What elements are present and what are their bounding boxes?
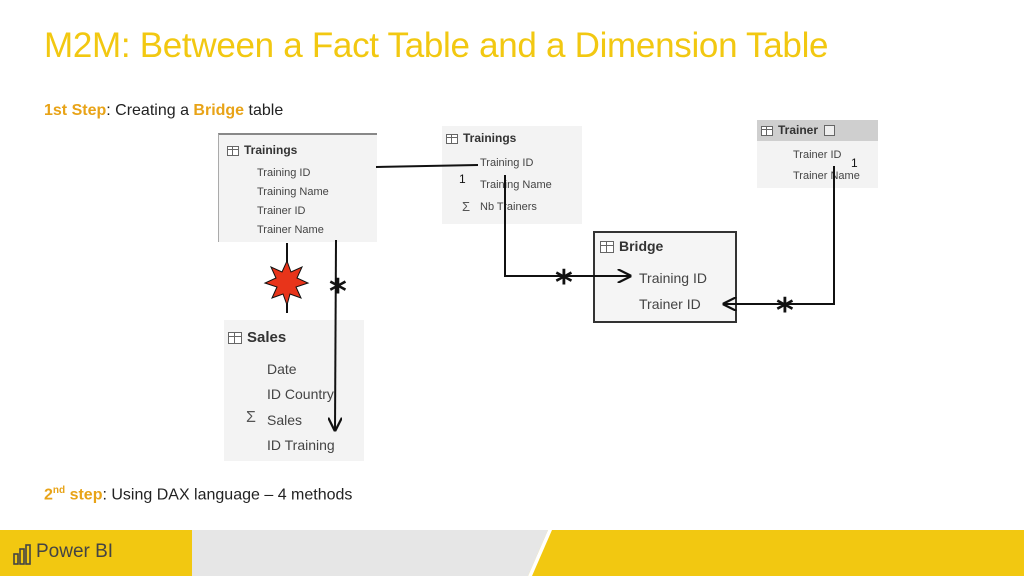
field-date[interactable]: Date xyxy=(267,361,297,377)
table-icon xyxy=(227,145,239,156)
table-title: Trainings xyxy=(463,131,517,145)
step-1-highlight: Bridge xyxy=(193,102,245,119)
relationship-trainings-left-to-right xyxy=(375,164,479,168)
power-bi-logo-icon xyxy=(13,544,31,565)
sigma-icon: Σ xyxy=(462,199,471,214)
step-1-label: 1st Step xyxy=(44,102,107,119)
field-training-name[interactable]: Training Name xyxy=(480,179,552,191)
table-header: Trainings xyxy=(227,143,297,157)
table-header: Sales xyxy=(228,329,286,346)
hidden-icon[interactable] xyxy=(824,125,836,137)
table-icon xyxy=(446,133,458,144)
field-trainer-id[interactable]: Trainer ID xyxy=(793,149,842,161)
step-2: 2nd step: Using DAX language – 4 methods xyxy=(44,485,352,504)
table-header: Trainer xyxy=(761,123,836,137)
table-sales[interactable]: Sales Date ID Country Σ Sales ID Trainin… xyxy=(224,320,364,461)
table-icon xyxy=(600,241,614,254)
table-title: Trainings xyxy=(244,143,298,157)
field-training-id[interactable]: Training ID xyxy=(257,167,311,179)
cardinality-many-sales: * xyxy=(329,272,347,312)
step-2-superscript: nd xyxy=(52,485,66,496)
footer-yellow-band xyxy=(528,530,1024,576)
field-sales[interactable]: Sales xyxy=(267,412,303,428)
break-burst-icon xyxy=(263,259,310,307)
table-icon xyxy=(761,125,773,136)
field-trainer-name[interactable]: Trainer Name xyxy=(793,170,860,182)
cardinality-one-trainer: 1 xyxy=(851,156,858,170)
table-trainings-left[interactable]: Trainings Training ID Training Name Trai… xyxy=(218,133,377,242)
sigma-icon: Σ xyxy=(246,409,256,426)
table-title: Trainer xyxy=(778,123,819,137)
footer-brand-panel xyxy=(0,530,192,576)
table-header: Trainings xyxy=(446,131,516,145)
step-1-text: : Creating a xyxy=(106,102,194,119)
step-2-number: 2 xyxy=(44,486,53,504)
table-title: Sales xyxy=(247,329,287,346)
field-trainer-id[interactable]: Trainer ID xyxy=(257,205,306,217)
table-trainer[interactable]: Trainer Trainer ID Trainer Name xyxy=(757,120,878,188)
field-trainer-name[interactable]: Trainer Name xyxy=(257,224,324,236)
table-trainings-right[interactable]: Trainings Training ID Training Name Σ Nb… xyxy=(442,126,582,224)
relationship-trainer-to-bridge xyxy=(724,166,835,304)
table-header-bar xyxy=(757,120,878,141)
table-header: Bridge xyxy=(600,238,663,254)
field-trainer-id[interactable]: Trainer ID xyxy=(639,296,701,312)
step-2-label: step xyxy=(65,486,103,504)
field-training-name[interactable]: Training Name xyxy=(257,186,329,198)
field-id-country[interactable]: ID Country xyxy=(267,386,334,402)
field-training-id[interactable]: Training ID xyxy=(639,270,707,286)
step-2-text: : Using DAX language – 4 methods xyxy=(102,486,353,504)
cardinality-one-trainings: 1 xyxy=(459,172,466,186)
table-icon xyxy=(228,332,242,345)
relationship-trainings-to-bridge xyxy=(504,175,630,276)
cardinality-many-bridge-trainer: * xyxy=(776,291,794,331)
table-title: Bridge xyxy=(619,238,664,254)
step-1: 1st Step: Creating a Bridge table xyxy=(44,102,283,120)
slide-title: M2M: Between a Fact Table and a Dimensio… xyxy=(44,26,829,65)
cardinality-many-bridge-training: * xyxy=(555,263,573,303)
field-nb-trainers[interactable]: Nb Trainers xyxy=(480,201,537,213)
step-1-text-end: table xyxy=(244,102,284,119)
relationship-trainings-to-sales xyxy=(335,239,336,430)
field-training-id[interactable]: Training ID xyxy=(480,157,534,169)
brand-name: Power BI xyxy=(36,541,114,562)
field-id-training[interactable]: ID Training xyxy=(267,437,335,453)
